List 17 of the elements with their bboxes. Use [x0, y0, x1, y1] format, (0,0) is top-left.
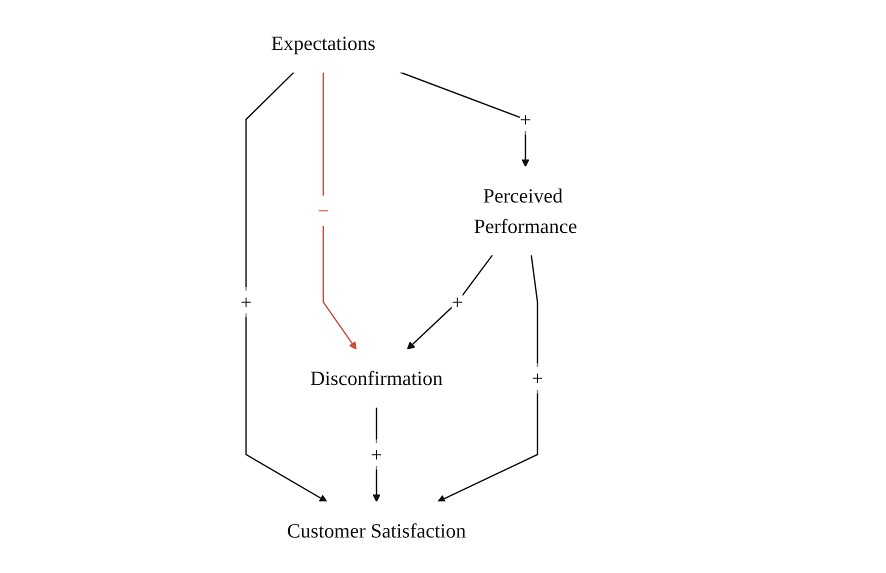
node-text: Perceived Performance [474, 184, 578, 237]
node-text: Customer Satisfaction [287, 518, 466, 542]
arrow [407, 254, 494, 350]
diagram: + − + + + + Expectations Perceived Performance Disconfirmation Customer Satisfaction [233, 6, 653, 566]
edge-label: + [520, 107, 532, 130]
edge-label: + [240, 290, 252, 314]
edge-label: + [532, 366, 544, 390]
arrow [246, 71, 328, 502]
arrow [323, 72, 358, 350]
arrow [438, 254, 539, 502]
arrow [400, 71, 530, 167]
edge-label: + [371, 442, 383, 466]
node-text: Disconfirmation [310, 366, 444, 390]
edge-label: − [318, 198, 330, 222]
arrow [372, 406, 381, 502]
edge-label: + [452, 290, 464, 314]
node-text: Expectations [272, 31, 376, 54]
